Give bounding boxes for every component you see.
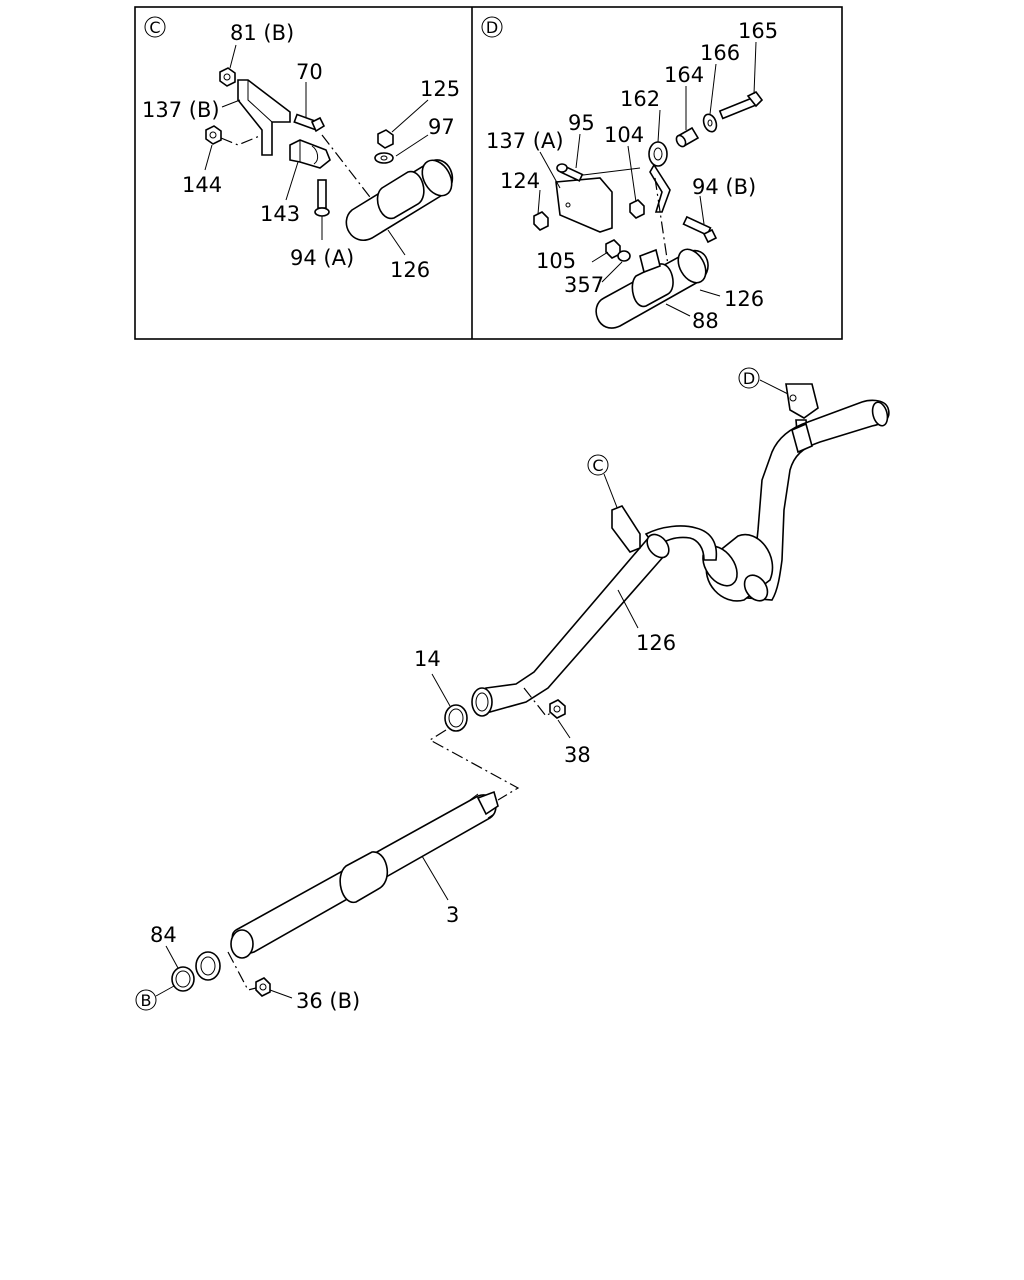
callout-d-letter: D: [743, 369, 755, 388]
label-84: 84: [150, 923, 177, 947]
detail-panels: [134, 6, 843, 340]
hanger-strap: [649, 163, 671, 213]
nut-144: [205, 125, 222, 145]
panel-c-tag-circle: [144, 16, 166, 38]
panel-c-tag: C: [149, 18, 160, 37]
gasket-84: [171, 966, 195, 992]
label-38: 38: [564, 743, 591, 767]
label-165: 165: [738, 19, 778, 43]
leader-dash-clamp: [321, 134, 381, 211]
label-95: 95: [568, 111, 595, 135]
bolt-70: [293, 113, 326, 133]
label-143: 143: [260, 202, 300, 226]
callout-c-letter: C: [592, 456, 603, 475]
panel-d-tag-circle: [481, 16, 503, 38]
callout-b-letter: B: [141, 991, 152, 1010]
washer-97: [374, 152, 394, 164]
callout-c: C: [587, 454, 619, 511]
nut-104: [629, 199, 645, 219]
main-assembly: D C: [135, 367, 890, 1013]
bolt-94a: [314, 179, 330, 217]
leader-dash-144: [220, 134, 263, 146]
nut-38: [549, 699, 566, 719]
label-70: 70: [296, 60, 323, 84]
leader-dash-36b: [227, 951, 257, 991]
label-14: 14: [414, 647, 441, 671]
gasket-14: [444, 704, 468, 732]
front-pipe-126: [746, 399, 890, 601]
label-357: 357: [564, 273, 604, 297]
bolt-94b: [682, 215, 718, 244]
nut-125: [377, 129, 394, 149]
leader-dash-38: [523, 687, 553, 717]
gasket-tail: [195, 951, 221, 981]
pipe-126-detail-c: [345, 159, 454, 241]
label-3: 3: [446, 903, 459, 927]
panel-d-tag: D: [486, 18, 498, 37]
washer-166: [702, 113, 718, 133]
callout-d: D: [738, 367, 793, 397]
nut-81b: [219, 67, 236, 87]
label-137b: 137 (B): [142, 98, 220, 122]
grommet-162: [648, 141, 668, 167]
label-137a: 137 (A): [486, 129, 564, 153]
hanger-bracket-d: [785, 383, 819, 419]
mid-pipe-126: [471, 525, 718, 717]
clamp-88: [631, 248, 674, 307]
detail-frame: [134, 6, 843, 340]
spacer-164: [675, 126, 700, 148]
label-105: 105: [536, 249, 576, 273]
label-144: 144: [182, 173, 222, 197]
detail-panel-c: C: [142, 16, 460, 282]
panel-d-leaders: [537, 41, 757, 317]
label-94b: 94 (B): [692, 175, 756, 199]
bracket-137b: [237, 79, 291, 156]
label-125: 125: [420, 77, 460, 101]
nut-36b: [255, 977, 271, 997]
callout-b: B: [135, 985, 175, 1011]
label-166: 166: [700, 41, 740, 65]
detail-panel-d: D: [481, 16, 778, 333]
label-162: 162: [620, 87, 660, 111]
label-124: 124: [500, 169, 540, 193]
washer-357: [617, 250, 631, 262]
label-164: 164: [664, 63, 704, 87]
muffler-3: [230, 790, 499, 959]
label-97: 97: [428, 115, 455, 139]
label-36b: 36 (B): [296, 989, 360, 1013]
clamp-143: [289, 139, 331, 169]
panel-c-leaders: [204, 44, 429, 256]
label-126-detail-c: 126: [390, 258, 430, 282]
bolt-165: [718, 90, 764, 120]
label-126-detail-d: 126: [724, 287, 764, 311]
label-126-main: 126: [636, 631, 676, 655]
label-88: 88: [692, 309, 719, 333]
label-81b: 81 (B): [230, 21, 294, 45]
main-leaders: [165, 589, 639, 999]
bracket-137a: [555, 167, 641, 233]
label-94a: 94 (A): [290, 246, 354, 270]
nut-124: [533, 211, 549, 231]
label-104: 104: [604, 123, 644, 147]
bolt-95: [556, 163, 584, 182]
hanger-bracket-c: [611, 505, 641, 553]
assembly-dash-line: [428, 729, 520, 801]
